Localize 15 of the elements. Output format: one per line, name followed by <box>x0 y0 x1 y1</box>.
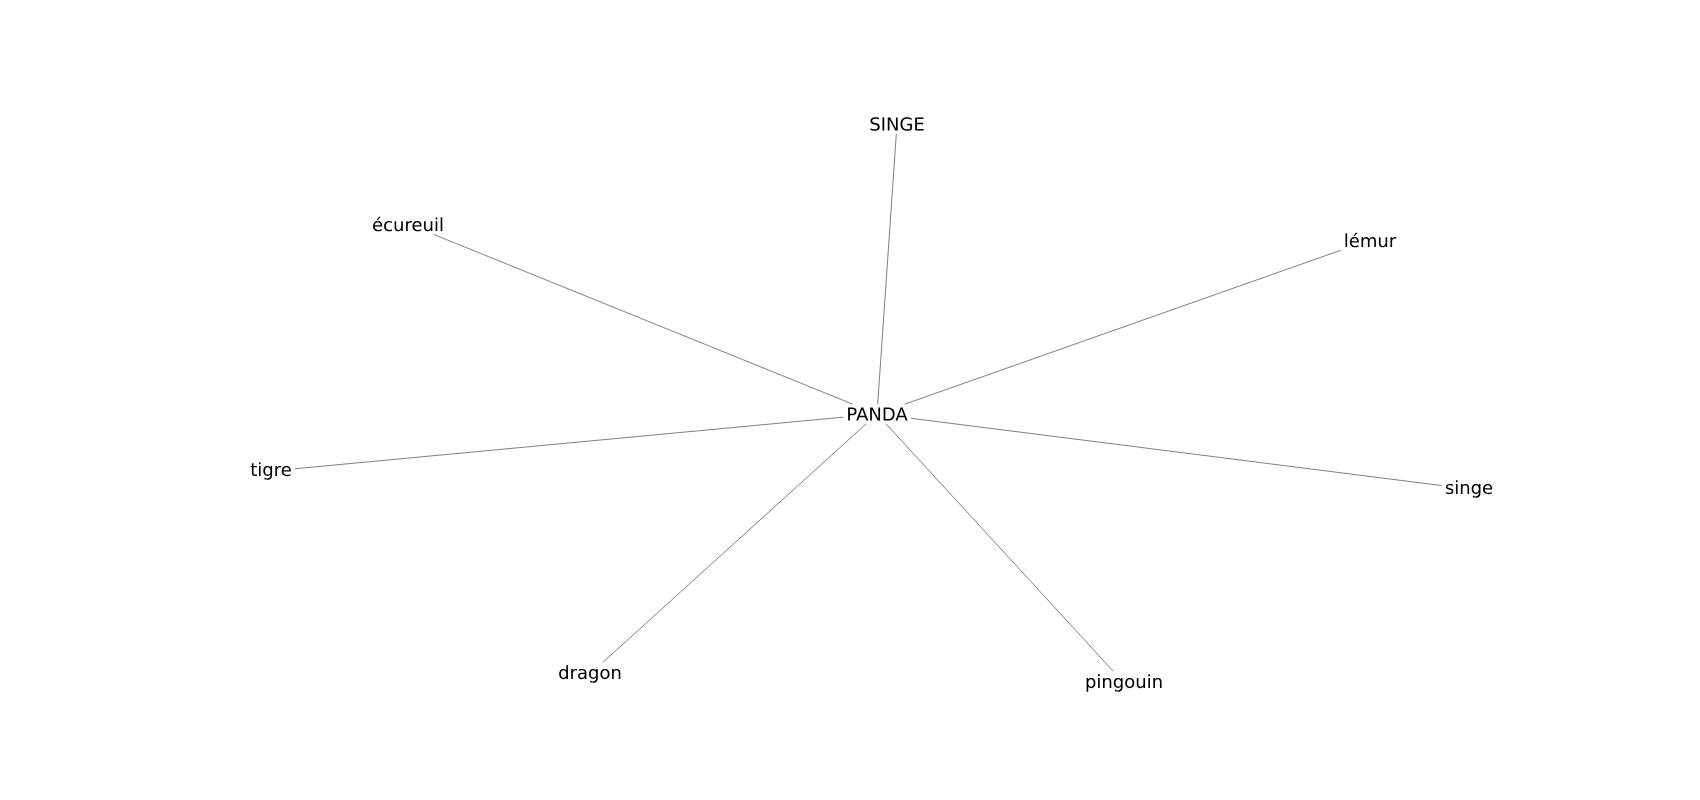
word-label: lémur <box>1345 232 1397 248</box>
word-label: écureuil <box>373 216 443 232</box>
connector-line <box>294 416 844 470</box>
word-label: dragon <box>559 665 621 683</box>
word-label: tigre <box>250 462 291 480</box>
word-label: singe <box>1445 480 1493 498</box>
connector-line <box>602 423 867 663</box>
connector-line <box>904 249 1342 405</box>
connector-line <box>910 417 1443 487</box>
connector-line <box>885 423 1114 672</box>
word-label: SINGE <box>870 117 924 131</box>
word-label: pingouin <box>1086 674 1162 692</box>
connector-line <box>877 133 897 405</box>
connector-line <box>433 234 854 405</box>
word-label: PANDA <box>848 407 908 421</box>
